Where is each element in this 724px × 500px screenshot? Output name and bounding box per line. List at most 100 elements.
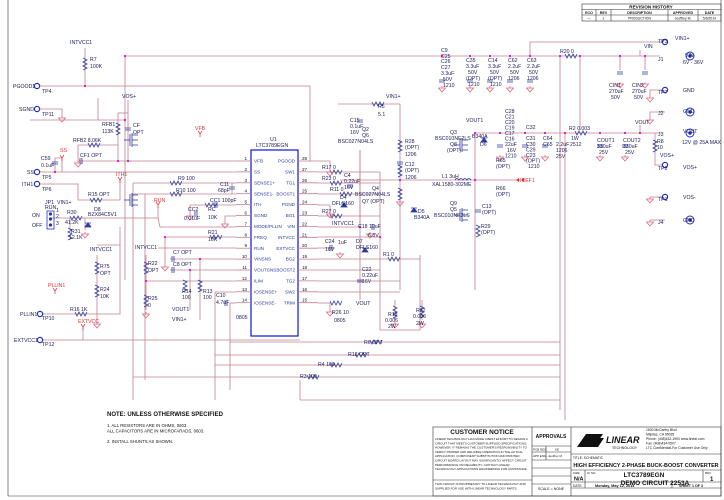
label-vin: VIN	[685, 53, 694, 59]
label-vout-rating: 12V @ 25A MAX	[682, 140, 722, 146]
resistor-symbol	[339, 191, 353, 197]
label-c18r: 6.3V	[368, 233, 379, 239]
test-point-icon[interactable]	[33, 82, 41, 90]
label-tp5: TP5	[42, 175, 52, 181]
test-point-icon[interactable]	[661, 86, 669, 94]
label-c35v: 3.3uF	[466, 64, 479, 70]
label-r28p: 1206	[405, 152, 417, 158]
ground-icon	[520, 155, 530, 162]
label-vout-b: VOUT	[635, 120, 650, 126]
capacitor-symbol	[397, 161, 403, 165]
label-vout-a: VOUT	[356, 301, 371, 307]
junction-dot	[489, 55, 491, 57]
capacitor-symbol	[527, 79, 533, 83]
label-vout1-a: VOUT1	[172, 307, 189, 313]
ic-pin-name: TG2	[286, 279, 295, 284]
resistor-symbol	[329, 180, 343, 186]
notice-line: CIRCUIT BOARD LAYOUT MAY SIGNIFICANTLY A…	[435, 459, 527, 463]
revision-header: DATE	[705, 11, 715, 15]
ic-pin-name: BOOST2	[276, 268, 295, 273]
address-line: Fax: (408)434-0507	[646, 442, 676, 446]
resistor-symbol	[306, 374, 320, 380]
net-flag-icon	[52, 287, 58, 294]
jack-icon[interactable]	[685, 107, 695, 117]
label-c62p: 1206	[508, 76, 520, 82]
jack-center	[688, 54, 692, 58]
test-point-icon[interactable]	[661, 161, 669, 169]
capacitor-symbol	[542, 144, 548, 148]
label-r24: R24	[100, 287, 110, 293]
label-cin2v: 270uF	[632, 89, 647, 95]
label-cin1r: 50V	[611, 95, 621, 101]
label-ss: SS	[27, 170, 34, 176]
ic-pin-name: PGOOD	[278, 159, 296, 164]
label-r29: R29	[481, 224, 491, 230]
net-flag-icon	[80, 323, 86, 330]
junction-dot	[124, 119, 126, 121]
ic-pin-number: 9	[244, 243, 247, 248]
label-run-flag: RUN	[154, 198, 165, 204]
label-iref: IREF1	[520, 178, 535, 184]
test-point-icon[interactable]	[33, 168, 41, 176]
jumper-jp1[interactable]	[46, 210, 55, 230]
ic-pin-name: ITH	[254, 202, 261, 207]
diode-symbol	[340, 202, 348, 208]
resistor-symbol	[209, 234, 223, 240]
label-c59: C59	[41, 156, 51, 162]
size: N/A	[574, 477, 584, 483]
label-c13: C13	[482, 204, 492, 210]
ground-icon	[505, 86, 515, 93]
junction-dot	[469, 55, 471, 57]
label-r17: R17 0	[322, 165, 336, 171]
label-r27: R27 0	[322, 209, 336, 215]
label-vos-a: VOS+	[122, 94, 136, 100]
label-c8: C8 OPT	[173, 262, 193, 268]
label-c25: C25	[441, 54, 451, 60]
mosfet-symbol	[124, 133, 138, 147]
label-r18: R18	[388, 312, 398, 318]
revision-header: DESCRIPTION	[627, 11, 652, 15]
label-c14o: (OPT)	[488, 76, 502, 82]
test-point-icon[interactable]	[661, 38, 669, 46]
label-pgood1: PGOOD1	[13, 84, 35, 90]
capacitor-symbol	[467, 79, 473, 83]
label-r24v: 10K	[100, 294, 110, 300]
label-c13v: (OPT)	[482, 210, 496, 216]
label-c10v: 4.7uF	[216, 300, 229, 306]
resistor-symbol	[397, 164, 403, 178]
junction-dot	[559, 55, 561, 57]
resistor-symbol	[392, 305, 398, 319]
capacitor-symbol	[224, 300, 228, 306]
label-q4: Q4	[372, 186, 379, 192]
wire	[224, 215, 236, 222]
address-line: Milpitas, CA 95035	[646, 433, 674, 437]
label-r8: R8	[657, 139, 664, 145]
test-point-icon[interactable]	[33, 180, 41, 188]
test-point-icon[interactable]	[661, 193, 669, 201]
label-r11: R11 0	[330, 187, 344, 193]
notice-line: LINEAR TECHNOLOGY HAS MADE A BEST EFFORT…	[435, 437, 528, 441]
ground-icon	[92, 322, 102, 329]
jack-icon[interactable]	[685, 215, 695, 225]
jack-icon[interactable]	[685, 128, 695, 138]
test-point-icon[interactable]	[36, 310, 44, 318]
junction-dot	[524, 132, 526, 134]
test-point-icon[interactable]	[33, 105, 41, 113]
junction-dot	[599, 132, 601, 134]
resistor-symbol	[574, 130, 588, 136]
ic-pin-number: 6	[244, 211, 247, 216]
ic-pin-name: SS	[254, 170, 260, 175]
jack-icon[interactable]	[685, 51, 695, 61]
label-cc1: CC1 100pF	[210, 198, 237, 204]
resistor-symbol	[67, 227, 73, 241]
junction-dot	[624, 132, 626, 134]
ic-pin-number: 20	[302, 243, 308, 248]
label-l1: L1 3uH	[442, 174, 459, 180]
label-c64: C64	[543, 136, 553, 142]
label-tp11: TP11	[42, 112, 54, 118]
label-c16: C16	[505, 137, 515, 143]
test-point-icon[interactable]	[36, 336, 44, 344]
capacitor-symbol	[617, 71, 623, 75]
label-c14: C14	[488, 58, 498, 64]
